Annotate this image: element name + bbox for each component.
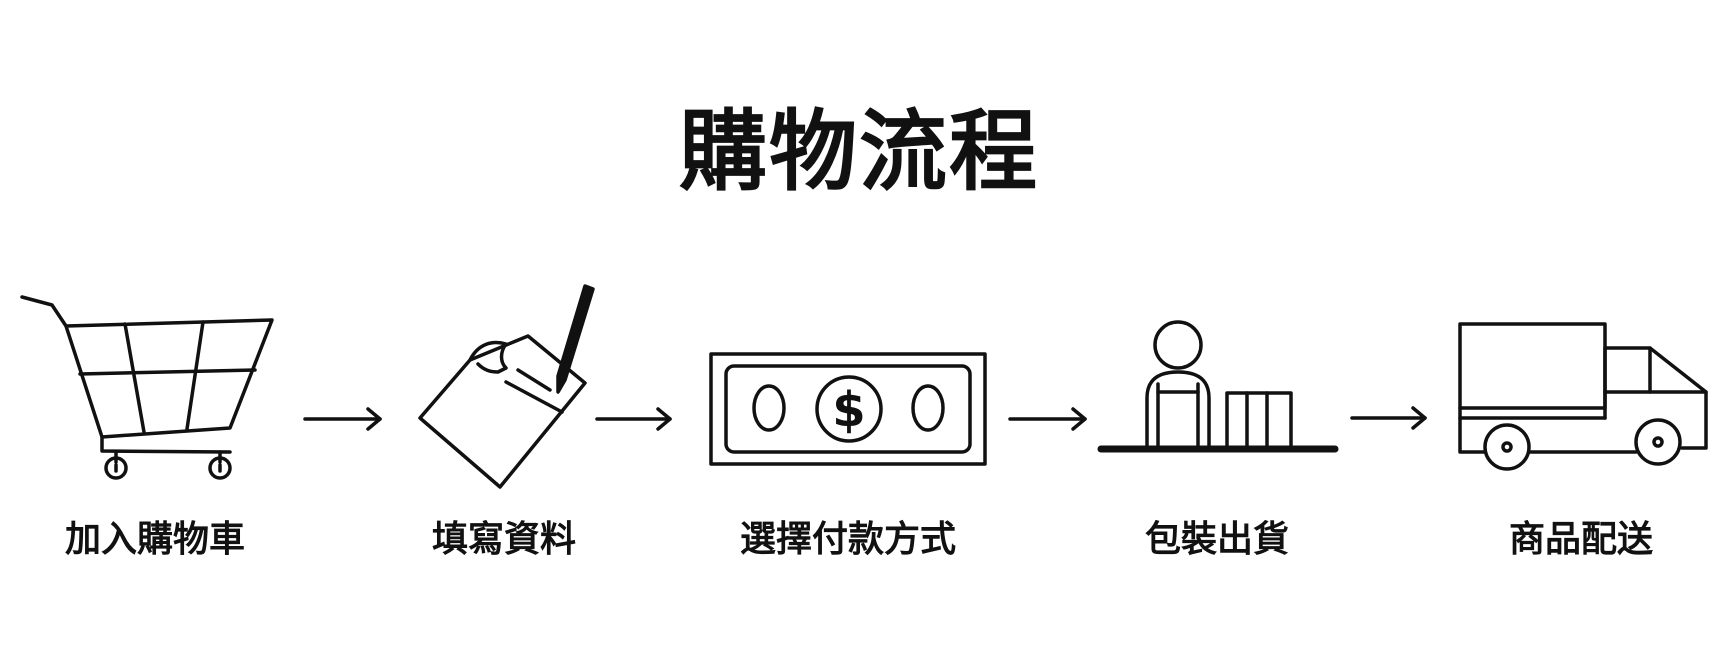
page-title: 購物流程 xyxy=(678,100,1039,203)
arrow-icon xyxy=(1008,407,1087,431)
banknote-icon xyxy=(709,352,987,466)
arrow-icon xyxy=(595,407,672,431)
form-and-pen-icon xyxy=(418,284,595,489)
step-label-packing: 包裝出貨 xyxy=(1144,519,1289,560)
step-label-delivery: 商品配送 xyxy=(1508,519,1653,560)
step-label-fill-info: 填寫資料 xyxy=(431,519,576,560)
step-label-payment: 選擇付款方式 xyxy=(739,519,956,560)
shopping-cart-icon xyxy=(20,295,274,480)
arrow-icon xyxy=(1350,406,1427,430)
delivery-truck-icon xyxy=(1458,322,1708,471)
step-label-add-to-cart: 加入購物車 xyxy=(64,519,245,560)
worker-packing-icon xyxy=(1097,320,1339,453)
arrow-icon xyxy=(303,407,382,431)
dollar-symbol: $ xyxy=(832,382,865,438)
